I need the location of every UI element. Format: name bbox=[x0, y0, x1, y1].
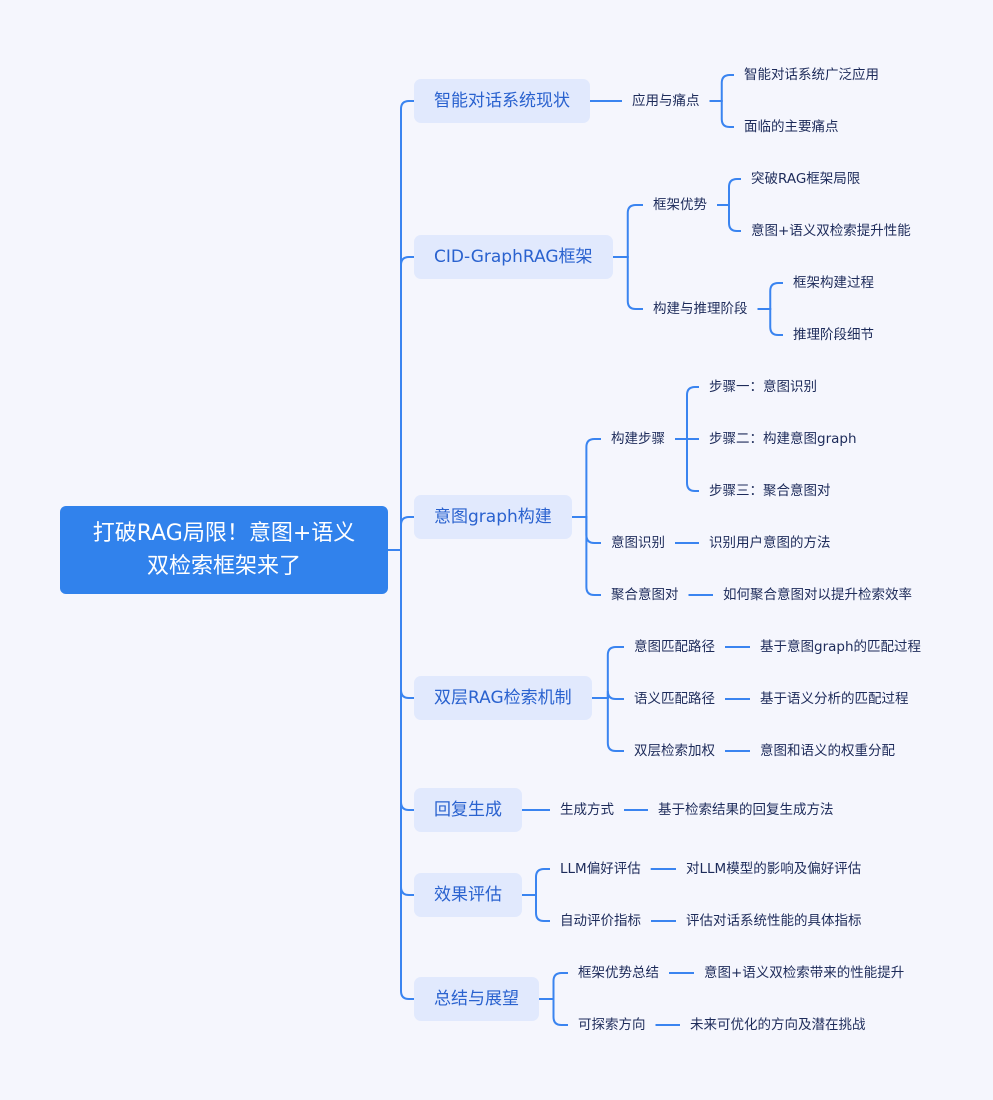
branch-topic[interactable]: 智能对话系统现状 bbox=[414, 79, 590, 123]
connector-line bbox=[388, 549, 414, 1000]
leaf-topic[interactable]: 基于语义分析的匹配过程 bbox=[760, 691, 909, 707]
subtopic[interactable]: 意图匹配路径 bbox=[634, 639, 715, 655]
leaf-topic[interactable]: 框架构建过程 bbox=[793, 275, 874, 291]
subtopic[interactable]: LLM偏好评估 bbox=[560, 861, 641, 877]
subtopic[interactable]: 构建与推理阶段 bbox=[653, 301, 748, 317]
branch-topic[interactable]: CID-GraphRAG框架 bbox=[414, 235, 613, 279]
connector-line bbox=[709, 74, 734, 102]
leaf-topic[interactable]: 如何聚合意图对以提升检索效率 bbox=[723, 587, 912, 603]
branch-topic[interactable]: 意图graph构建 bbox=[414, 495, 572, 539]
connector-line bbox=[571, 438, 601, 518]
branch-topic[interactable]: 回复生成 bbox=[414, 788, 522, 832]
leaf-topic[interactable]: 识别用户意图的方法 bbox=[709, 535, 831, 551]
subtopic[interactable]: 自动评价指标 bbox=[560, 913, 641, 929]
connector-line bbox=[675, 386, 699, 440]
connector-line bbox=[757, 282, 783, 310]
branch-topic[interactable]: 双层RAG检索机制 bbox=[414, 676, 592, 720]
subtopic[interactable]: 可探索方向 bbox=[578, 1017, 646, 1033]
connector-line bbox=[612, 256, 643, 310]
connector-line bbox=[757, 308, 783, 336]
leaf-topic[interactable]: 步骤一：意图识别 bbox=[709, 379, 817, 395]
leaf-topic[interactable]: 意图+语义双检索提升性能 bbox=[751, 223, 911, 239]
leaf-topic[interactable]: 意图和语义的权重分配 bbox=[760, 743, 895, 759]
subtopic[interactable]: 框架优势总结 bbox=[578, 965, 659, 981]
connector-line bbox=[709, 100, 734, 128]
subtopic[interactable]: 语义匹配路径 bbox=[634, 691, 715, 707]
connector-line bbox=[591, 697, 624, 752]
leaf-topic[interactable]: 基于意图graph的匹配过程 bbox=[760, 639, 922, 655]
leaf-topic[interactable]: 步骤二：构建意图graph bbox=[709, 431, 857, 447]
connector-line bbox=[522, 894, 550, 922]
leaf-topic[interactable]: 评估对话系统性能的具体指标 bbox=[686, 913, 862, 929]
connector-line bbox=[539, 972, 568, 1000]
connector-line bbox=[388, 100, 414, 551]
root-title: 打破RAG局限！意图+语义双检索框架来了 bbox=[92, 521, 356, 579]
connector-line bbox=[675, 438, 699, 492]
subtopic[interactable]: 框架优势 bbox=[653, 197, 707, 213]
connector-line bbox=[612, 204, 643, 258]
leaf-topic[interactable]: 智能对话系统广泛应用 bbox=[744, 67, 879, 83]
leaf-topic[interactable]: 对LLM模型的影响及偏好评估 bbox=[686, 861, 862, 877]
leaf-topic[interactable]: 步骤三：聚合意图对 bbox=[709, 483, 831, 499]
connector-line bbox=[388, 256, 414, 551]
subtopic[interactable]: 构建步骤 bbox=[611, 431, 665, 447]
root-topic[interactable]: 打破RAG局限！意图+语义双检索框架来了 bbox=[60, 506, 388, 594]
connector-line bbox=[717, 204, 741, 232]
subtopic[interactable]: 生成方式 bbox=[560, 802, 614, 818]
connector-line bbox=[591, 690, 624, 700]
leaf-topic[interactable]: 未来可优化的方向及潜在挑战 bbox=[690, 1017, 866, 1033]
subtopic[interactable]: 双层检索加权 bbox=[634, 743, 715, 759]
leaf-topic[interactable]: 推理阶段细节 bbox=[793, 327, 874, 343]
leaf-topic[interactable]: 意图+语义双检索带来的性能提升 bbox=[704, 965, 905, 981]
connector-line bbox=[388, 516, 414, 551]
connector-line bbox=[717, 178, 741, 206]
branch-topic[interactable]: 效果评估 bbox=[414, 873, 522, 917]
leaf-topic[interactable]: 突破RAG框架局限 bbox=[751, 171, 861, 187]
subtopic[interactable]: 应用与痛点 bbox=[632, 93, 700, 109]
subtopic[interactable]: 聚合意图对 bbox=[611, 587, 679, 603]
connector-line bbox=[591, 646, 624, 699]
leaf-topic[interactable]: 基于检索结果的回复生成方法 bbox=[658, 802, 834, 818]
connector-line bbox=[522, 868, 550, 896]
connector-line bbox=[571, 516, 601, 596]
leaf-topic[interactable]: 面临的主要痛点 bbox=[744, 119, 839, 135]
connector-line bbox=[539, 998, 568, 1026]
subtopic[interactable]: 意图识别 bbox=[611, 535, 665, 551]
branch-topic[interactable]: 总结与展望 bbox=[414, 977, 539, 1021]
